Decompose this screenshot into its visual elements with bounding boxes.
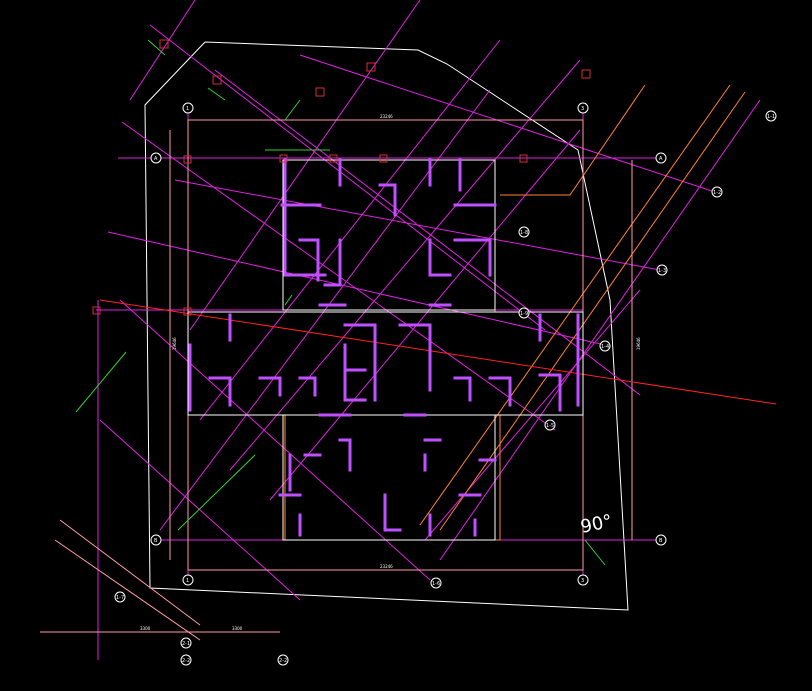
axis-bubble-diag-8: 1-8 xyxy=(518,226,530,238)
dim-right-overall: 19646 xyxy=(636,337,641,350)
svg-text:1: 1 xyxy=(186,106,189,112)
svg-text:1: 1 xyxy=(186,578,189,584)
axis-bubble-left-a: A xyxy=(150,152,162,164)
svg-text:1-2: 1-2 xyxy=(713,190,721,196)
axis-bubble-diag-7: 1-7 xyxy=(114,591,126,603)
svg-text:3: 3 xyxy=(581,106,584,112)
grid-lines-orthogonal xyxy=(96,110,660,660)
dim-bottom-left-a: 3300 xyxy=(140,626,151,631)
angle-annotation: 90° xyxy=(579,511,615,538)
svg-text:1-3: 1-3 xyxy=(658,268,666,274)
svg-text:1-8: 1-8 xyxy=(520,230,528,236)
axis-bubble-diag-1: 1-1 xyxy=(765,110,777,122)
svg-text:1-5: 1-5 xyxy=(546,423,554,429)
axis-bubble-diag-2: 1-2 xyxy=(711,186,723,198)
svg-text:B: B xyxy=(659,538,663,544)
structural-walls xyxy=(188,158,580,537)
axis-bubble-right-a: A xyxy=(655,152,667,164)
column-markers xyxy=(92,39,591,316)
axis-bubble-right-b: B xyxy=(655,534,667,546)
dim-bottom-left-b: 3300 xyxy=(232,626,243,631)
svg-text:A: A xyxy=(154,156,158,162)
axis-bubble-diag-9: 1-9 xyxy=(518,307,530,319)
svg-text:1-6: 1-6 xyxy=(432,581,440,587)
axis-bubble-diag-4: 1-4 xyxy=(599,340,611,352)
dimension-frame xyxy=(40,119,633,641)
svg-text:1-1: 1-1 xyxy=(767,114,775,120)
axis-bubble-bottom-d: 2-2 xyxy=(180,654,192,666)
axis-bubble-diag-6: 1-6 xyxy=(430,577,442,589)
reference-line xyxy=(99,299,777,405)
svg-text:2-2: 2-2 xyxy=(182,658,190,664)
axis-bubble-bottom-e: 2-2 xyxy=(277,654,289,666)
axis-bubble-top-a: 1 xyxy=(182,102,194,114)
svg-text:2-1: 2-1 xyxy=(182,641,190,647)
grid-lines-diagonal-a xyxy=(99,24,716,601)
svg-text:1-4: 1-4 xyxy=(601,344,609,350)
dim-left-overall: 19646 xyxy=(172,337,177,350)
svg-text:3: 3 xyxy=(581,578,584,584)
dim-bottom-overall: 23246 xyxy=(380,564,393,569)
site-boundary xyxy=(144,41,629,611)
axis-bubble-top-b: 3 xyxy=(577,102,589,114)
axis-bubble-bottom-c: 2-1 xyxy=(180,637,192,649)
axis-bubble-bottom-b: 3 xyxy=(577,574,589,586)
wall-outlines xyxy=(187,159,584,541)
axis-bubble-diag-5: 1-5 xyxy=(544,419,556,431)
green-dim-lines xyxy=(75,39,606,566)
svg-text:A: A xyxy=(659,156,663,162)
dim-top-overall: 23246 xyxy=(380,114,393,119)
svg-text:2-2: 2-2 xyxy=(279,658,287,664)
svg-text:1-9: 1-9 xyxy=(520,311,528,317)
axis-bubble-left-b: B xyxy=(150,534,162,546)
svg-text:1-7: 1-7 xyxy=(116,595,124,601)
svg-text:B: B xyxy=(154,538,158,544)
axis-bubble-diag-3: 1-3 xyxy=(656,264,668,276)
axis-bubble-bottom-a: 1 xyxy=(182,574,194,586)
grid-lines-diagonal-b xyxy=(129,0,761,561)
